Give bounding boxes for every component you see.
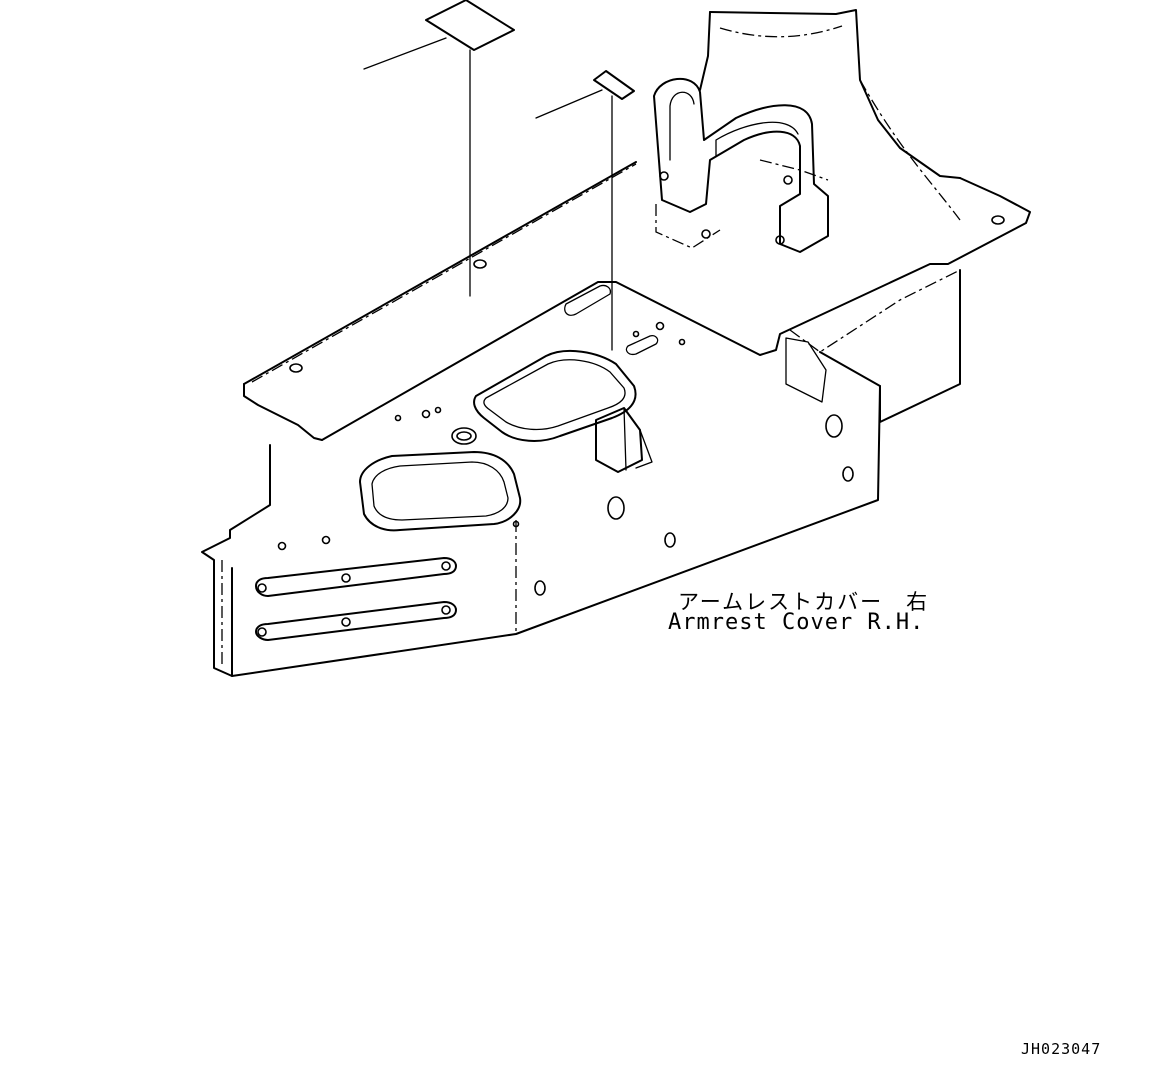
openings — [359, 284, 659, 532]
holes — [277, 215, 1005, 596]
armrest-handle — [653, 77, 829, 253]
part-label-japanese: アームレストカバー 右 — [678, 590, 930, 614]
drawing-code: JH023047 — [1021, 1040, 1102, 1058]
mounting-slots — [255, 557, 457, 641]
part-label-english: Armrest Cover R.H. — [668, 610, 925, 635]
armrest-cover-outline — [201, 9, 1031, 677]
decal-label-large — [363, 0, 515, 297]
decal-label-small — [535, 70, 635, 351]
